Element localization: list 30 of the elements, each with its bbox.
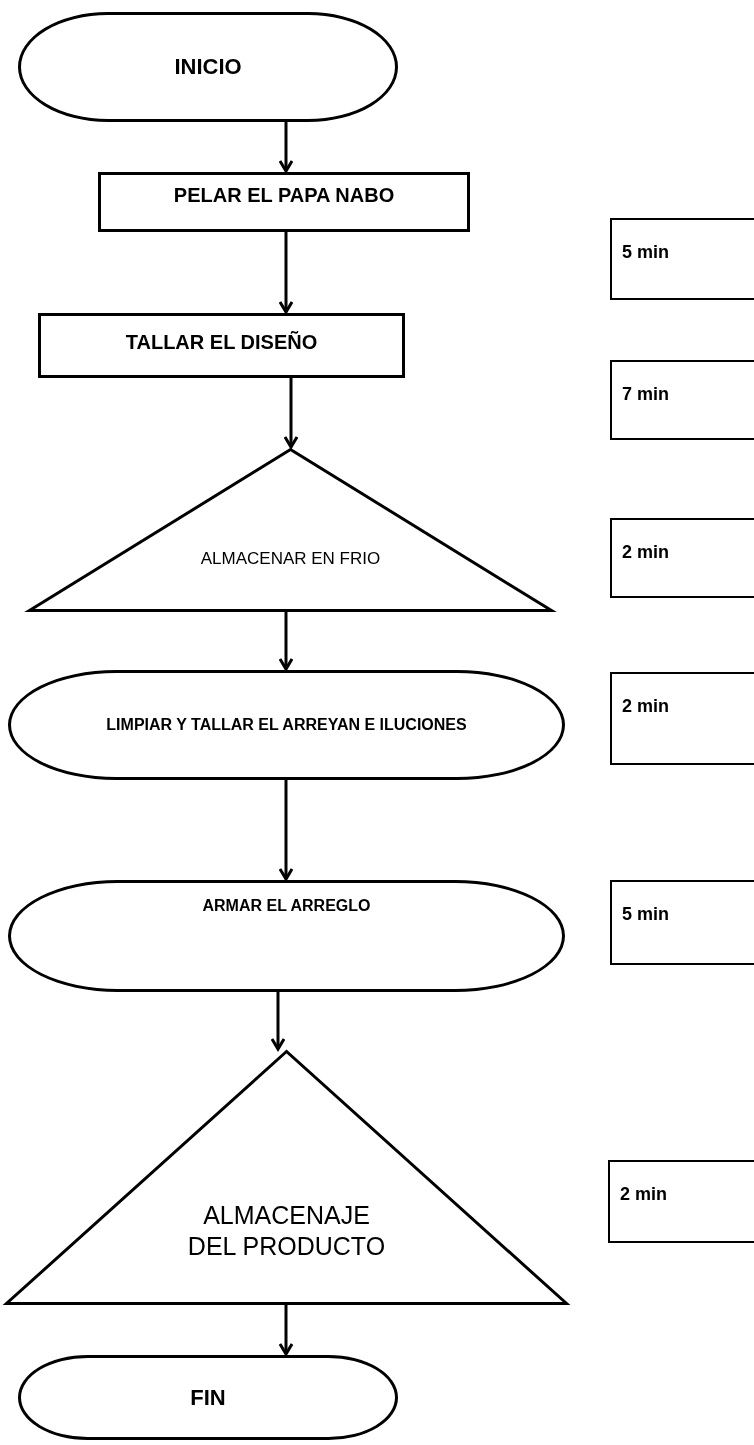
arrow	[278, 1305, 294, 1356]
arrow	[278, 122, 294, 173]
duration-label: 2 min	[620, 1184, 667, 1205]
time-box	[608, 1160, 754, 1243]
duration-label: 2 min	[622, 696, 669, 717]
process-box	[98, 172, 470, 232]
terminal-label: INICIO	[174, 53, 242, 81]
arrow	[278, 612, 294, 671]
duration-label: 5 min	[622, 242, 669, 263]
storage-label: ALMACENAJE DEL PRODUCTO	[186, 1200, 387, 1263]
arrow	[278, 780, 294, 881]
time-box	[610, 218, 754, 300]
process-label: TALLAR EL DISEÑO	[125, 330, 318, 355]
process-label: PELAR EL PAPA NABO	[173, 183, 395, 208]
time-box	[610, 518, 754, 598]
process-box	[38, 313, 405, 378]
terminal-label: FIN	[190, 1383, 226, 1412]
storage-triangle	[5, 1050, 568, 1305]
time-box	[610, 880, 754, 965]
duration-label: 5 min	[622, 904, 669, 925]
arrow	[278, 232, 294, 314]
storage-label: ALMACENAR EN FRIO	[200, 548, 381, 570]
duration-label: 2 min	[622, 542, 669, 563]
terminal-label: LIMPIAR Y TALLAR EL ARREYAN E ILUCIONES	[106, 715, 467, 735]
arrow	[270, 992, 286, 1051]
arrow	[283, 378, 299, 449]
time-box	[610, 672, 754, 765]
time-box	[610, 360, 754, 440]
duration-label: 7 min	[622, 384, 669, 405]
terminal-label: ARMAR EL ARREGLO	[202, 896, 371, 916]
